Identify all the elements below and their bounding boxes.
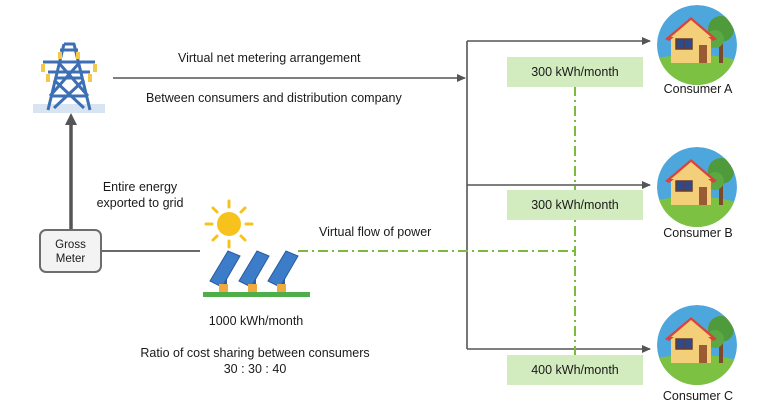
export-label-line2: exported to grid	[96, 196, 184, 210]
solar-panel-icon	[203, 250, 310, 297]
allocation-box-consumer-a: 300 kWh/month	[507, 57, 643, 87]
allocation-box-consumer-b: 300 kWh/month	[507, 190, 643, 220]
house-icon	[657, 305, 737, 385]
house-icon	[657, 147, 737, 227]
transmission-tower-icon	[33, 42, 105, 113]
gross-meter-label-line1: Gross	[55, 239, 86, 251]
virtual-flow-label: Virtual flow of power	[319, 225, 432, 239]
export-label-line1: Entire energy	[102, 180, 178, 194]
between-consumers-label: Between consumers and distribution compa…	[146, 91, 402, 105]
net-metering-label: Virtual net metering arrangement	[178, 51, 361, 65]
consumer-b-label: Consumer B	[663, 226, 733, 240]
allocation-box-consumer-c: 400 kWh/month	[507, 355, 643, 385]
sun-icon	[204, 199, 254, 249]
house-icon	[657, 5, 737, 85]
solar-output-label: 1000 kWh/month	[208, 314, 304, 328]
consumer-c-label: Consumer C	[662, 389, 734, 403]
consumer-a-label: Consumer A	[663, 82, 733, 96]
gross-meter-label-line2: Meter	[55, 253, 86, 265]
gross-meter-box: Gross Meter	[39, 229, 102, 273]
ratio-value: 30 : 30 : 40	[223, 362, 287, 376]
ratio-title: Ratio of cost sharing between consumers	[140, 346, 370, 360]
